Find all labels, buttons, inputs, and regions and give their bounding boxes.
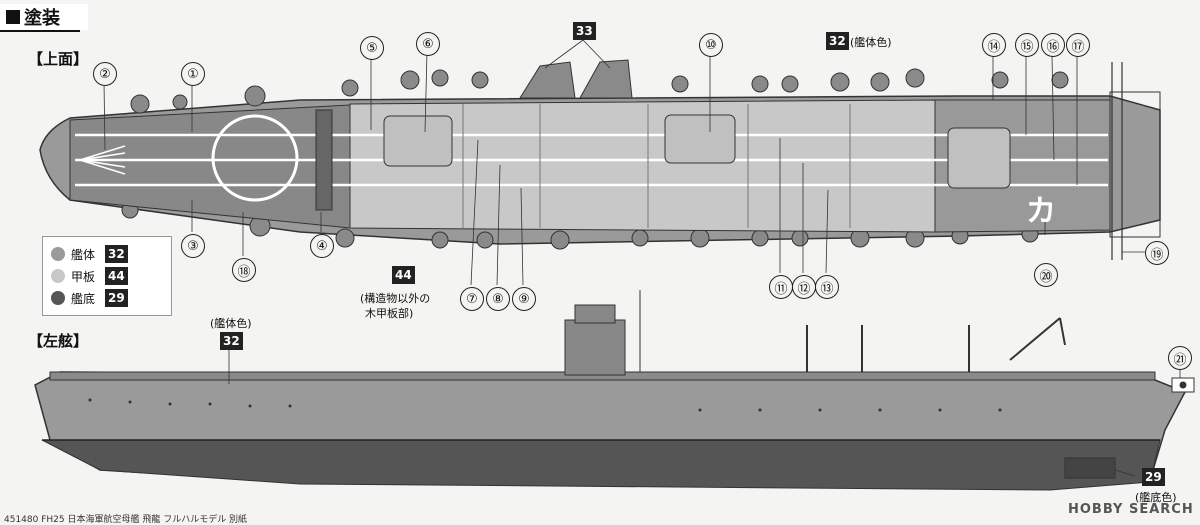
callout-6: ⑥ — [416, 32, 440, 56]
legend-code-hull: 32 — [105, 245, 128, 263]
callout-16: ⑯ — [1041, 33, 1065, 57]
legend-dot-hull — [51, 247, 65, 261]
top-deck-lines — [75, 133, 1108, 187]
top-sponsons — [121, 68, 1069, 250]
callout-17: ⑰ — [1066, 33, 1090, 57]
top-view-label: 【上面】 — [28, 50, 89, 68]
legend-row-deck: 甲板 44 — [51, 265, 163, 287]
callout-2: ② — [93, 62, 117, 86]
side-ensign — [1171, 377, 1195, 393]
side-bottom — [41, 439, 1161, 491]
top-stern-stripes — [1111, 62, 1123, 260]
side-island — [564, 290, 641, 376]
color-ref-44-note-2: 木甲板部) — [365, 307, 414, 320]
color-ref-44-note-1: (構造物以外の — [360, 292, 431, 305]
legend-dot-bottom — [51, 291, 65, 305]
color-ref-29-side-note: (艦底色) — [1135, 491, 1177, 504]
side-view-label: 【左舷】 — [28, 332, 89, 350]
color-ref-32-side: 32 — [220, 332, 243, 350]
deck-marking: カ — [1026, 194, 1056, 229]
top-grating — [315, 109, 333, 211]
side-rudder — [1064, 457, 1116, 479]
top-stern-hatch — [1109, 91, 1161, 238]
legend-code-deck: 44 — [105, 267, 128, 285]
callout-14: ⑭ — [982, 33, 1006, 57]
legend-label-hull: 艦体 — [71, 247, 96, 262]
color-ref-32-top: 32 — [826, 32, 849, 50]
callout-12: ⑫ — [792, 275, 816, 299]
callout-4: ④ — [310, 234, 334, 258]
callout-7: ⑦ — [460, 287, 484, 311]
legend-row-hull: 艦体 32 — [51, 243, 163, 265]
legend-row-bottom: 艦底 29 — [51, 287, 163, 309]
callout-9: ⑨ — [512, 287, 536, 311]
callout-19: ⑲ — [1145, 241, 1169, 265]
side-masts — [806, 317, 1066, 372]
legend-code-bottom: 29 — [105, 289, 128, 307]
color-ref-29-side: 29 — [1142, 468, 1165, 486]
callout-5: ⑤ — [360, 36, 384, 60]
top-leaders — [103, 39, 1145, 286]
header-square-icon — [6, 10, 20, 24]
top-deck-circle — [211, 114, 299, 202]
top-funnels — [519, 59, 633, 99]
color-legend: 艦体 32 甲板 44 艦底 29 — [42, 236, 172, 316]
header-underline — [0, 30, 80, 32]
header-title: 塗装 — [24, 8, 60, 29]
callout-20: ⑳ — [1034, 263, 1058, 287]
callout-21: ㉑ — [1168, 346, 1192, 370]
callout-8: ⑧ — [486, 287, 510, 311]
callout-3: ③ — [181, 234, 205, 258]
callout-11: ⑪ — [769, 275, 793, 299]
color-ref-32-side-note: (艦体色) — [210, 317, 252, 330]
color-ref-44: 44 — [392, 266, 415, 284]
side-portholes — [88, 398, 1002, 412]
callout-1: ① — [181, 62, 205, 86]
color-ref-32-top-note: (艦体色) — [850, 36, 892, 49]
legend-dot-deck — [51, 269, 65, 283]
footer-text: 451480 FH25 日本海軍航空母艦 飛龍 フルハルモデル 別紙 — [4, 515, 248, 525]
top-bow-arrow — [79, 145, 126, 175]
callout-18: ⑱ — [232, 258, 256, 282]
callout-15: ⑮ — [1015, 33, 1039, 57]
watermark: HOBBY SEARCH — [1068, 502, 1194, 517]
legend-label-bottom: 艦底 — [71, 291, 96, 306]
callout-10: ⑩ — [699, 33, 723, 57]
legend-label-deck: 甲板 — [71, 269, 96, 284]
callout-13: ⑬ — [815, 275, 839, 299]
color-ref-33: 33 — [573, 22, 596, 40]
top-elevators — [383, 114, 1011, 189]
top-deck-seams — [462, 104, 851, 228]
section-header: 塗装 — [0, 4, 88, 30]
top-bow-deck — [69, 104, 351, 229]
